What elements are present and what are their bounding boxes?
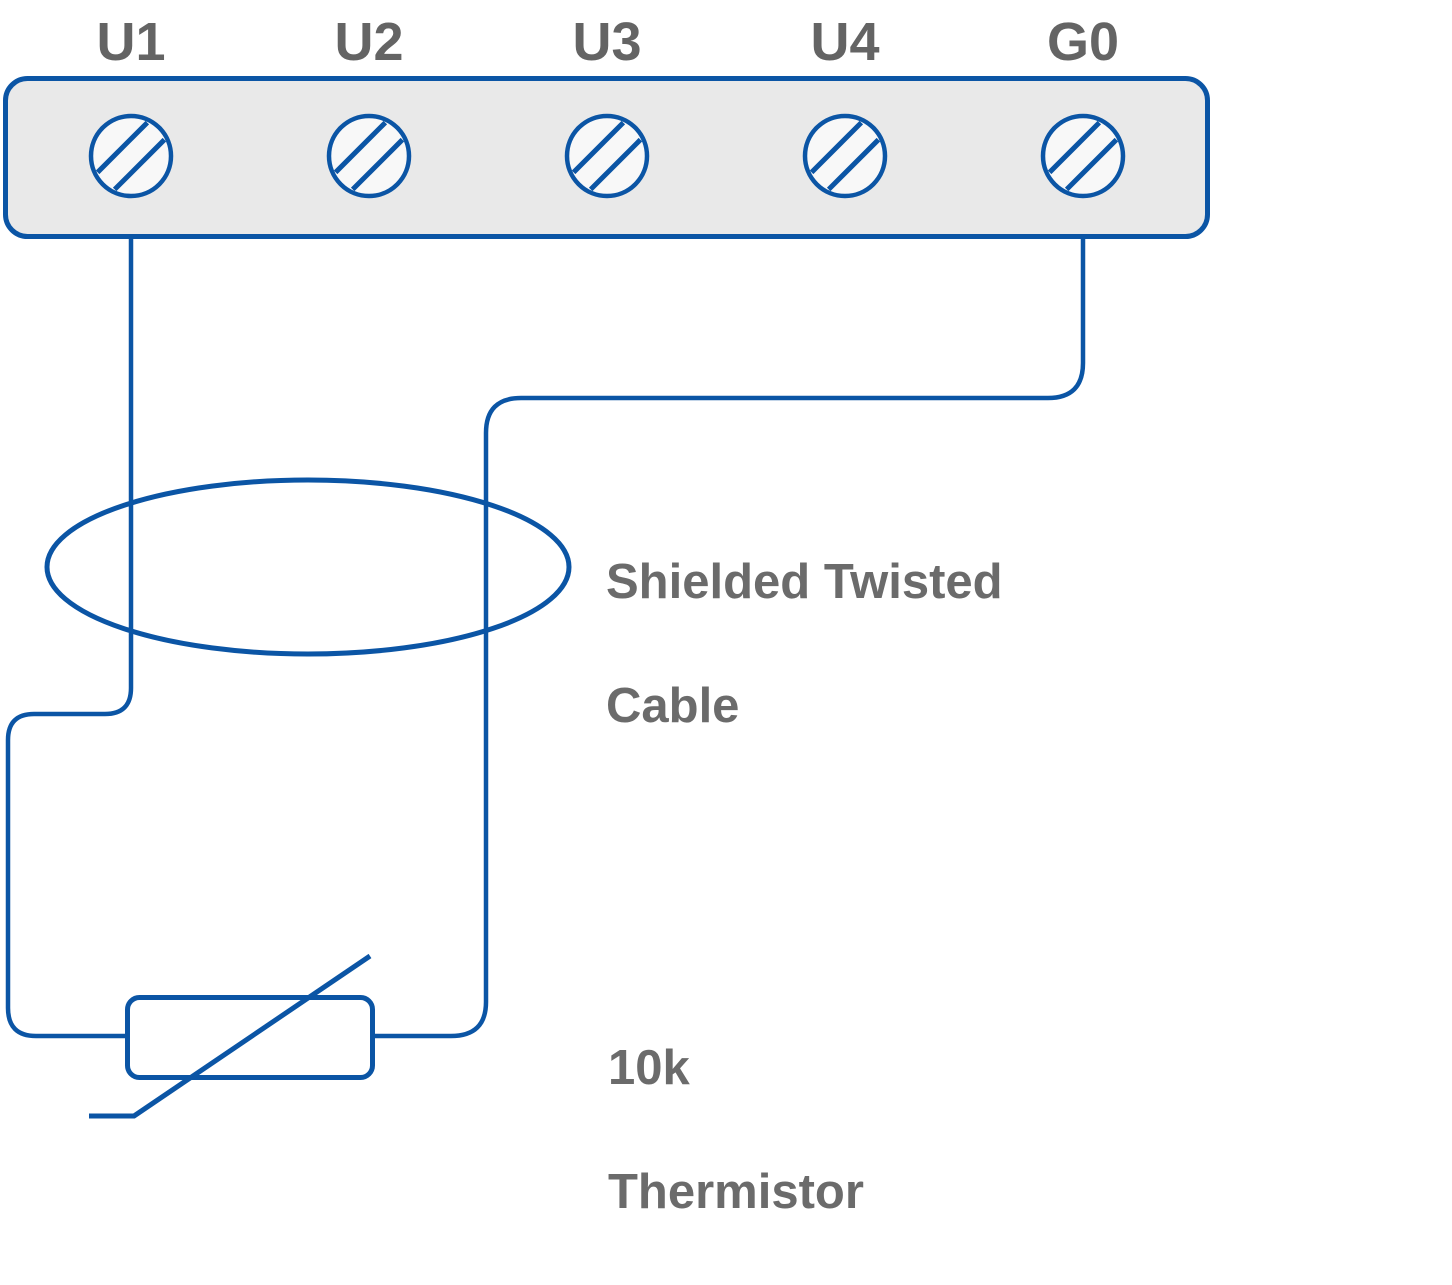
screw-slash-icon [571,120,626,175]
screw-slash-icon [588,137,643,192]
screw-terminal-icon [564,113,650,199]
thermistor-symbol [89,953,375,1119]
thermistor-body [125,995,375,1080]
thermistor-diagonal [89,953,372,1119]
screw-slash-icon [1047,120,1102,175]
screw-terminal-icon [802,113,888,199]
screw-slash-icon [112,137,167,192]
thermistor-label: 10k Thermistor [608,975,864,1285]
shielded-cable-label-line2: Cable [606,679,740,733]
terminal-label-u2: U2 [334,12,404,72]
thermistor-label-line2: Thermistor [608,1165,864,1219]
shielded-cable-label: Shielded Twisted Cable [606,489,1003,799]
shielded-cable-ellipse [44,477,572,657]
screw-slash-icon [809,120,864,175]
wiring-diagram: U1 U2 U3 U4 G0 Shielded Twisted Cable 10… [3,12,1210,1219]
terminal-label-u3: U3 [572,12,642,72]
diagram-canvas [3,76,1210,1119]
screw-slash-icon [333,120,388,175]
screw-slash-icon [350,137,405,192]
screw-terminal-u3 [564,113,650,199]
screw-slash-icon [1064,137,1119,192]
u1-wire [5,239,134,1039]
screw-terminal-icon [88,113,174,199]
g0-wire [372,239,1086,1039]
screw-terminal-u2 [326,113,412,199]
screw-slash-icon [95,120,150,175]
screw-terminal-g0 [1040,113,1126,199]
terminal-label-u4: U4 [810,12,880,72]
terminal-label-g0: G0 [1046,12,1120,72]
terminal-label-u1: U1 [96,12,166,72]
shielded-cable-label-line1: Shielded Twisted [606,555,1003,609]
screw-terminal-icon [1040,113,1126,199]
screw-slash-icon [826,137,881,192]
screw-terminal-u1 [88,113,174,199]
screw-terminal-icon [326,113,412,199]
screw-terminal-u4 [802,113,888,199]
thermistor-label-line1: 10k [608,1041,690,1095]
